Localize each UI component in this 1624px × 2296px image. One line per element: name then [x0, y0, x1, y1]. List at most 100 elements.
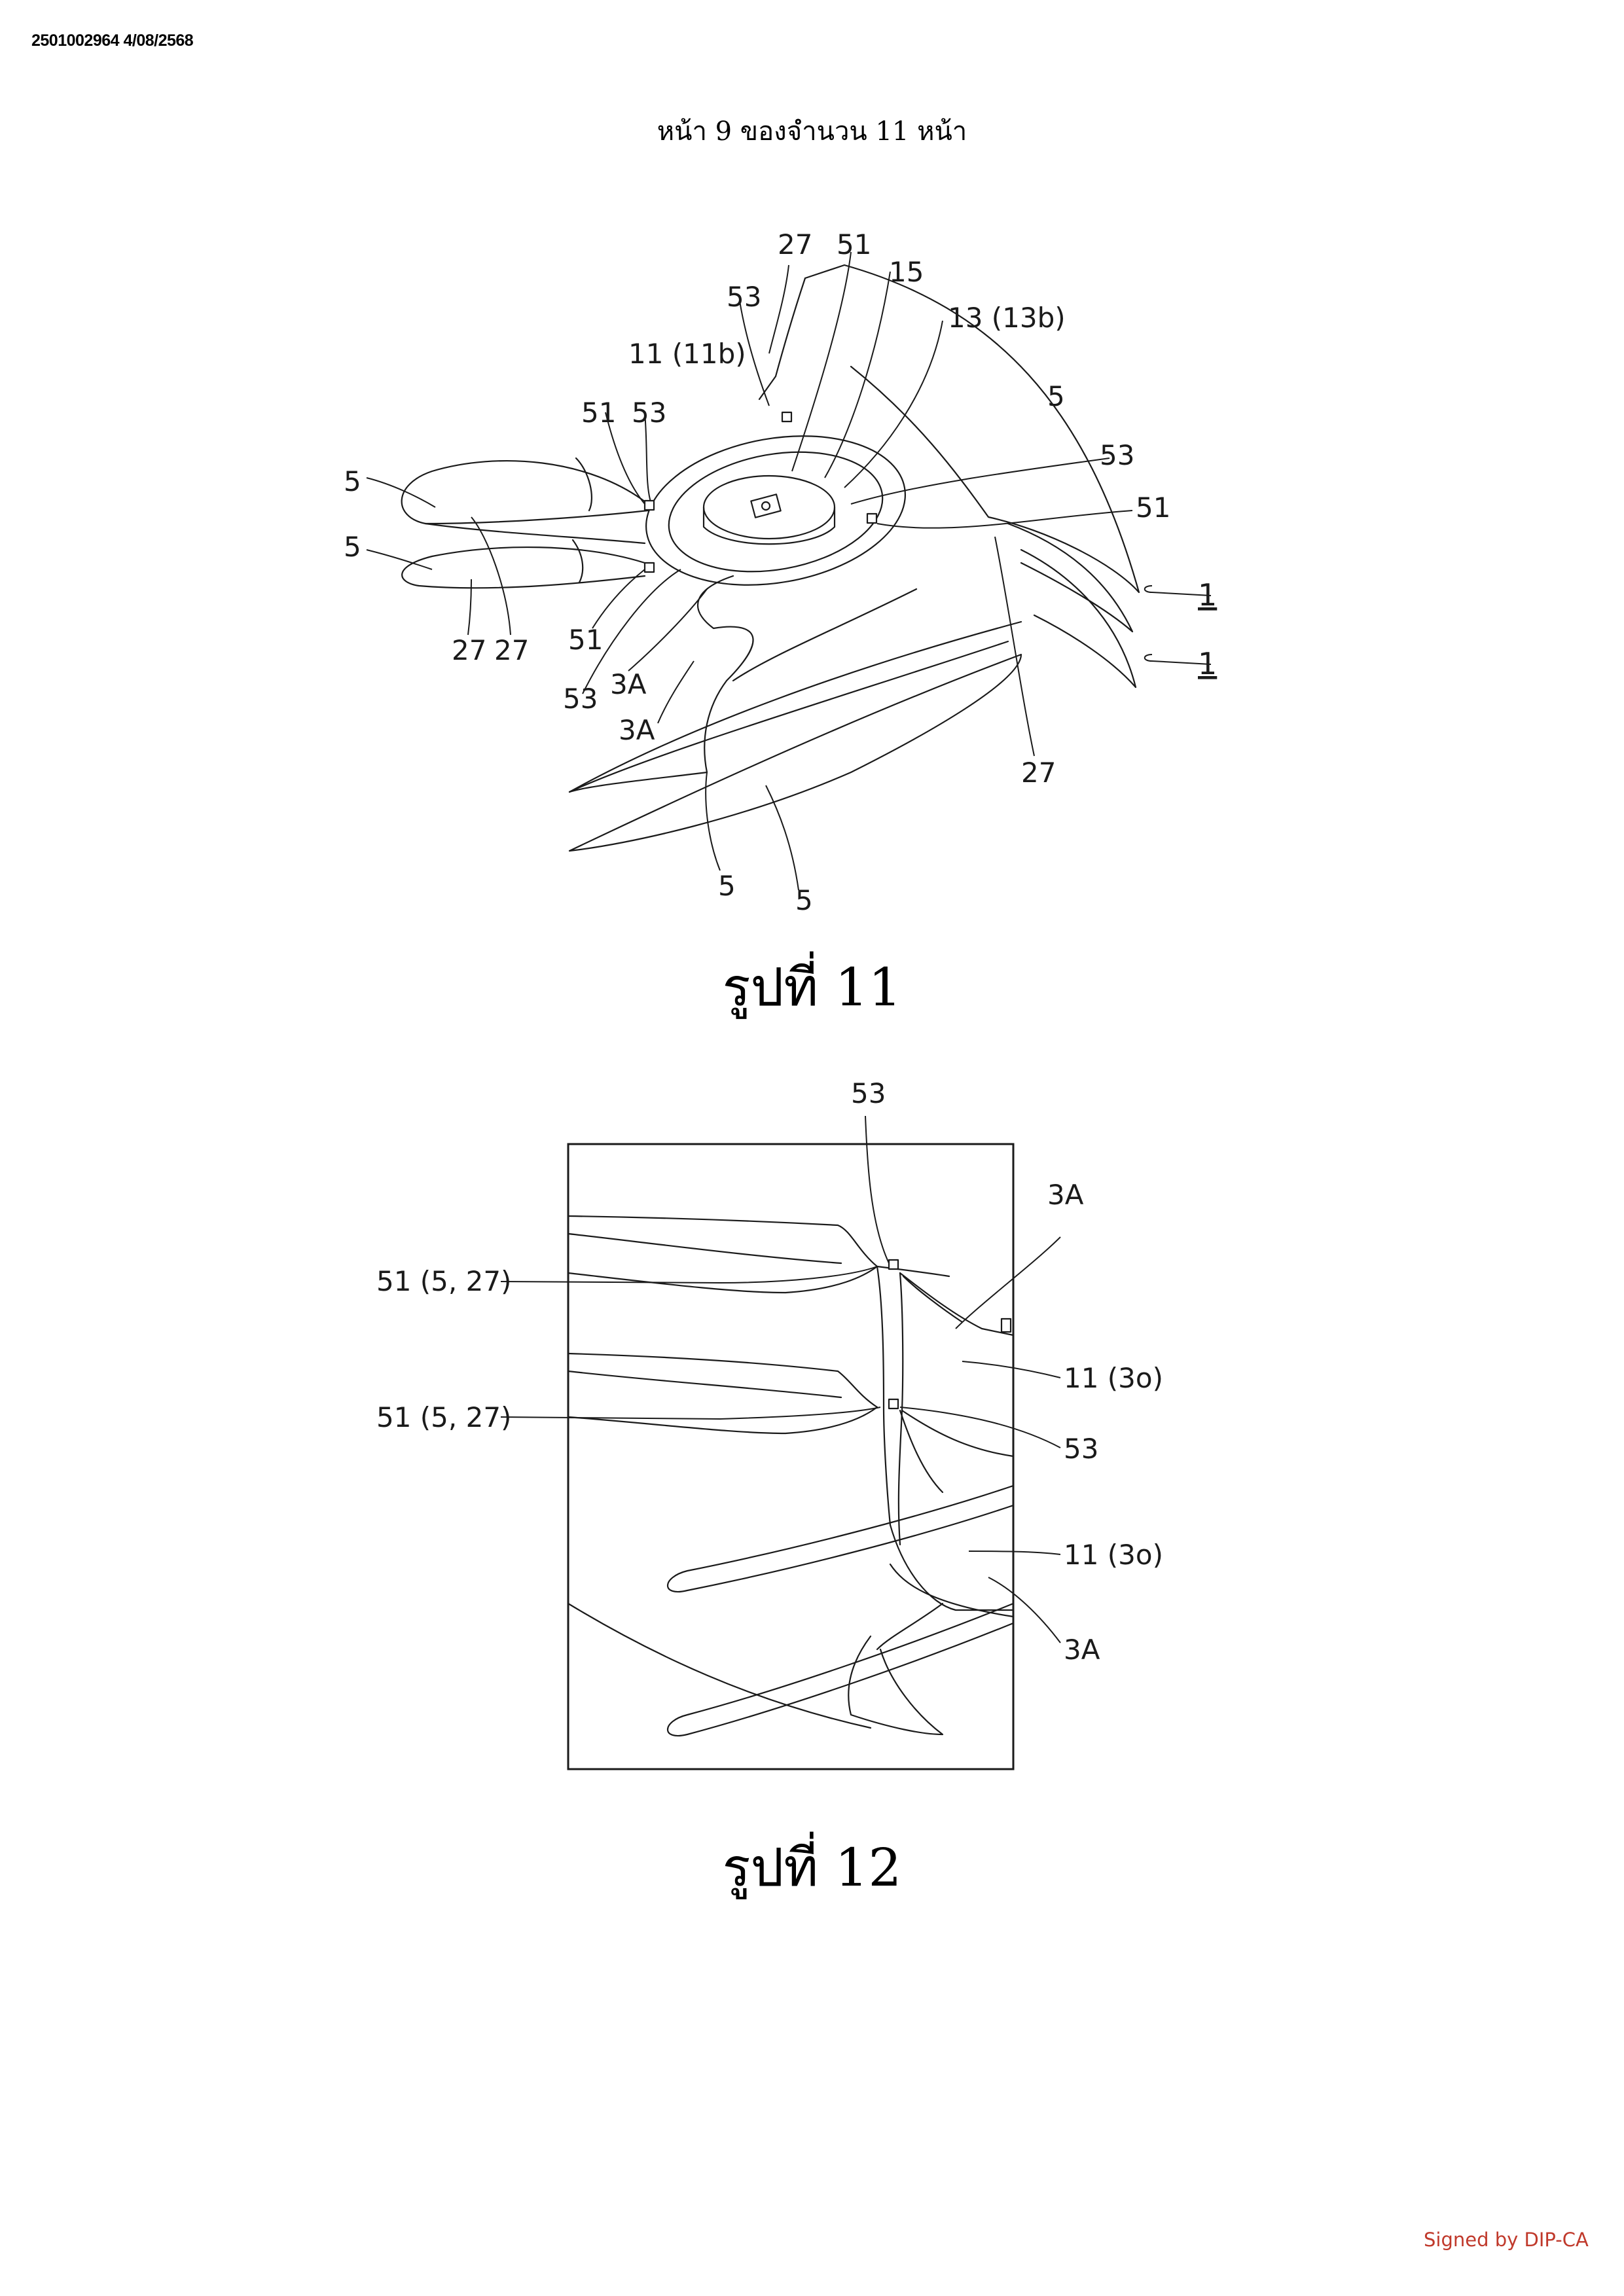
blade-upper-lower-edge [567, 1265, 878, 1294]
boss-ridge-2 [899, 1409, 944, 1494]
leader [644, 412, 652, 505]
label-27: 27 [494, 634, 529, 666]
label-53: 53 [563, 683, 598, 715]
label-5: 5 [344, 531, 361, 563]
leader [739, 300, 770, 406]
label-13: 13 (13b) [948, 302, 1066, 334]
leader [628, 588, 708, 672]
leader [366, 549, 433, 570]
label-53: 53 [1064, 1433, 1098, 1465]
label-53: 53 [1100, 439, 1134, 471]
label-3A: 3A [610, 668, 647, 700]
label-51: 51 (5, 27) [376, 1401, 511, 1433]
document-id: 2501002964 4/08/2568 [31, 31, 194, 50]
label-51: 51 [581, 397, 616, 429]
leader [657, 660, 695, 724]
label-3A: 3A [1064, 1634, 1100, 1666]
boss-53 [781, 411, 793, 423]
hub-center-hole [761, 501, 771, 511]
leader [865, 1115, 890, 1264]
label-51: 51 [1136, 492, 1170, 524]
leader [592, 569, 645, 629]
hub-center-square [750, 493, 782, 518]
label-15: 15 [889, 256, 924, 288]
leader [1144, 654, 1212, 665]
boss-top-face [899, 1272, 1015, 1336]
leader [467, 579, 472, 636]
boss-53 [643, 499, 655, 511]
label-3A: 3A [619, 714, 655, 746]
label-1: 1 [1198, 577, 1217, 613]
blade-right-upper [804, 264, 1140, 594]
label-3A: 3A [1047, 1179, 1084, 1211]
blade-right-edge-1 [1007, 522, 1134, 633]
blade-lower-lower-edge [567, 1406, 878, 1435]
label-51: 51 (5, 27) [376, 1265, 511, 1297]
page-header: หน้า 9 ของจำนวน 11 หน้า [657, 117, 967, 147]
label-1: 1 [1198, 646, 1217, 681]
leader [824, 271, 891, 478]
boss-bottom-2 [889, 1563, 1015, 1618]
thin-blade-1 [667, 1484, 1015, 1592]
leader [850, 457, 1110, 505]
boss-right-edge [897, 1272, 904, 1546]
label-53: 53 [632, 397, 666, 429]
leader [791, 251, 852, 472]
hub-inner-ring [668, 451, 884, 573]
leader [988, 1577, 1061, 1643]
boss-left-edge [876, 1265, 892, 1526]
boss-53 [888, 1398, 899, 1410]
label-27: 27 [778, 228, 812, 260]
blade-upper-edge [567, 1215, 950, 1278]
leader [955, 1236, 1061, 1329]
figure-11-caption: รูปที่ 11 [722, 957, 902, 1018]
boss-53 [643, 562, 655, 573]
boss-ridge [902, 1275, 964, 1323]
figure-11-drawing: 27 51 15 53 13 (13b) 11 (11b) 5 51 53 53… [344, 228, 1217, 916]
leader [968, 1551, 1061, 1555]
label-11: 11 (3o) [1064, 1539, 1163, 1571]
leader [962, 1361, 1061, 1378]
blade-left-upper-notch [575, 457, 592, 512]
label-27: 27 [1021, 757, 1056, 789]
lower-fin-edge [876, 1602, 944, 1651]
boss-mid-face [901, 1409, 1015, 1458]
blade-left-upper [401, 460, 649, 525]
label-53: 53 [851, 1077, 886, 1109]
label-5: 5 [344, 465, 361, 497]
label-11: 11 (11b) [628, 338, 746, 370]
lower-sweep [567, 1602, 872, 1729]
thin-blade-2 [667, 1602, 1015, 1736]
lower-fin [848, 1635, 944, 1736]
blade-bottom-upper-edge [568, 640, 1009, 793]
leader [500, 1407, 881, 1420]
leader [500, 1266, 878, 1284]
boss-53 [888, 1259, 899, 1270]
blade-top-root [758, 277, 806, 401]
leader [844, 320, 943, 488]
leader [605, 412, 645, 505]
leader [765, 785, 799, 891]
blade-lower-inner [567, 1370, 842, 1399]
leader [876, 510, 1133, 529]
leader [768, 264, 789, 354]
label-5: 5 [718, 870, 736, 902]
boss-53 [866, 512, 878, 524]
blade-left-lower-notch [571, 539, 584, 584]
hub-disc-side [702, 506, 836, 545]
blade-right-edge-2 [1020, 548, 1137, 689]
label-5: 5 [1047, 380, 1065, 412]
label-53: 53 [727, 281, 761, 313]
blade-upper-inner [567, 1232, 842, 1265]
leader [994, 536, 1035, 757]
blade-bottom-ridge [732, 588, 918, 682]
digital-signature: Signed by DIP-CA [1424, 2229, 1589, 2251]
label-51: 51 [568, 624, 603, 656]
leader [366, 477, 436, 508]
label-27: 27 [452, 634, 486, 666]
figure-12-caption: รูปที่ 12 [722, 1837, 902, 1898]
blade-left-lower [401, 547, 646, 589]
leader [1144, 585, 1212, 596]
leader [582, 569, 681, 694]
